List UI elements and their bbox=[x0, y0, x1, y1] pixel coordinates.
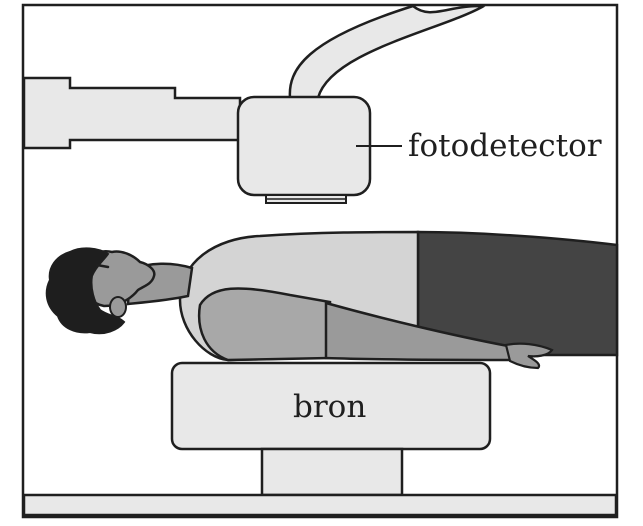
trousers bbox=[416, 230, 619, 357]
gantry-arm bbox=[288, 4, 486, 100]
photodetector-body bbox=[236, 95, 372, 197]
sleeve bbox=[197, 287, 332, 362]
ear bbox=[109, 296, 127, 318]
eye bbox=[95, 263, 110, 269]
pedestal bbox=[260, 447, 404, 497]
hand bbox=[504, 342, 554, 370]
label-fotodetector: fotodetector bbox=[408, 128, 602, 164]
floor bbox=[22, 493, 618, 517]
label-bron: bron bbox=[293, 389, 367, 425]
hair bbox=[45, 247, 126, 335]
